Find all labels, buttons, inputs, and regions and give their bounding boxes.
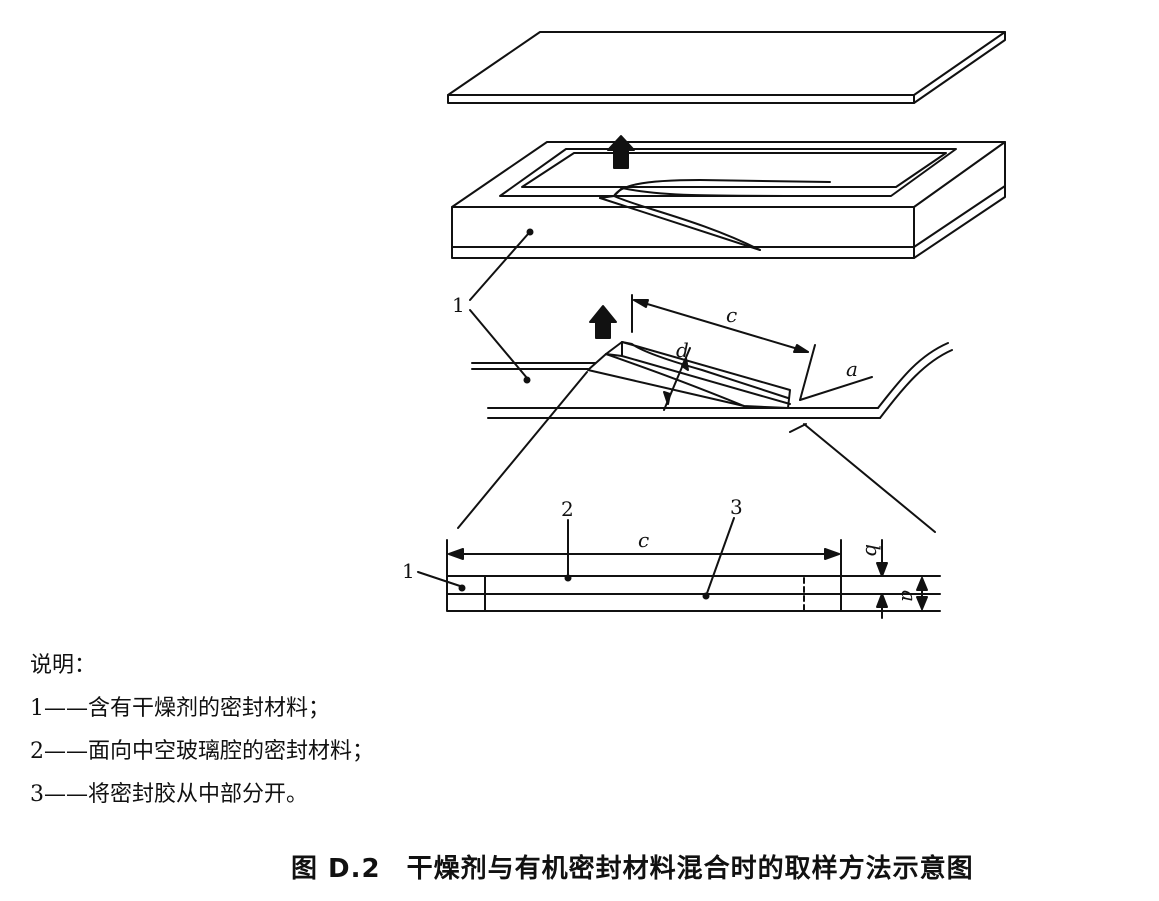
label-2: 2 — [561, 497, 574, 521]
leader-lines-1 — [469, 233, 529, 379]
dim-b: b — [861, 544, 885, 557]
label-3: 3 — [730, 495, 743, 519]
label-1-frame: 1 — [452, 293, 465, 317]
dim-a-section: a — [897, 590, 921, 602]
legend: 说明： 1——含有干燥剂的密封材料； 2——面向中空玻璃腔的密封材料； 3——将… — [30, 644, 374, 816]
figure-title: 干燥剂与有机密封材料混合时的取样方法示意图 — [406, 854, 974, 884]
dim-c-section: c — [638, 528, 649, 552]
top-glass-plate — [447, 31, 1006, 104]
sampling-method-diagram: 1 1 2 3 c c d a b a — [402, 31, 1006, 619]
lift-arrow-detail — [589, 305, 617, 339]
legend-title: 说明： — [30, 653, 97, 678]
section-leader-lines — [457, 371, 588, 529]
legend-item-2: 2——面向中空玻璃腔的密封材料； — [30, 739, 374, 764]
legend-item-1: 1——含有干燥剂的密封材料； — [30, 696, 330, 721]
cross-section — [417, 517, 941, 619]
legend-item-3: 3——将密封胶从中部分开。 — [30, 782, 308, 807]
spacer-frame — [451, 141, 1006, 259]
label-1-section: 1 — [402, 559, 415, 583]
figure-number: 图 D.2 — [291, 854, 381, 884]
dim-a-detail: a — [846, 357, 858, 381]
detail-cut-section — [471, 294, 953, 533]
dim-d: d — [676, 338, 689, 362]
dim-c-detail: c — [726, 303, 737, 327]
figure-caption: 图 D.2 干燥剂与有机密封材料混合时的取样方法示意图 — [291, 848, 974, 885]
lift-arrow-top — [607, 135, 635, 169]
